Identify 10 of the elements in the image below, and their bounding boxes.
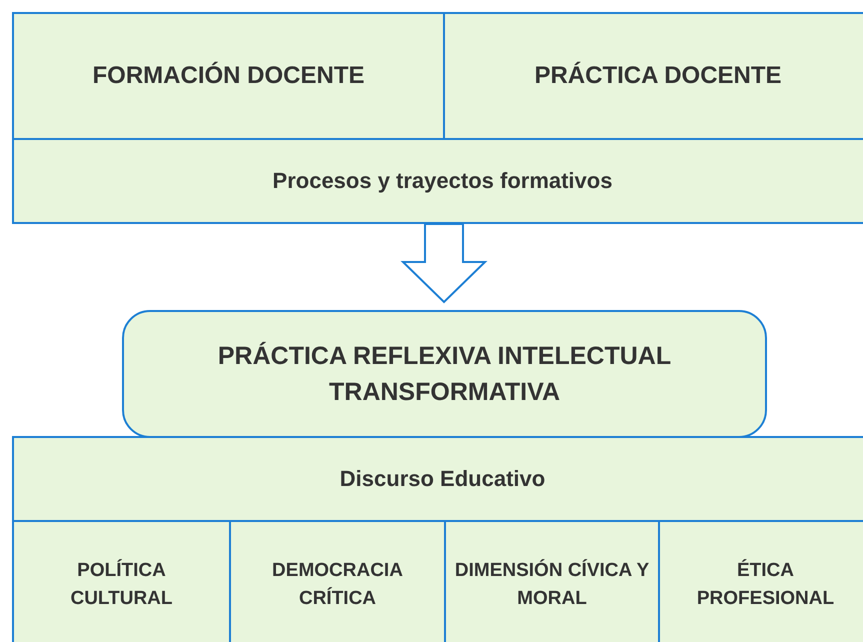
block-arrow <box>400 223 488 304</box>
process-band: Procesos y trayectos formativos <box>12 138 863 224</box>
table-cell: POLÍTICA CULTURAL <box>12 520 231 642</box>
header-cell: PRÁCTICA DOCENTE <box>443 12 863 140</box>
header-cell: FORMACIÓN DOCENTE <box>12 12 445 140</box>
table-cell: DEMOCRACIA CRÍTICA <box>229 520 446 642</box>
rounded-box: PRÁCTICA REFLEXIVA INTELECTUAL TRANSFORMATIVA <box>122 310 767 438</box>
table-cell: ÉTICA PROFESIONAL <box>658 520 863 642</box>
table-cell: DIMENSIÓN CÍVICA Y MORAL <box>444 520 660 642</box>
header-band: Discurso Educativo <box>12 436 863 522</box>
